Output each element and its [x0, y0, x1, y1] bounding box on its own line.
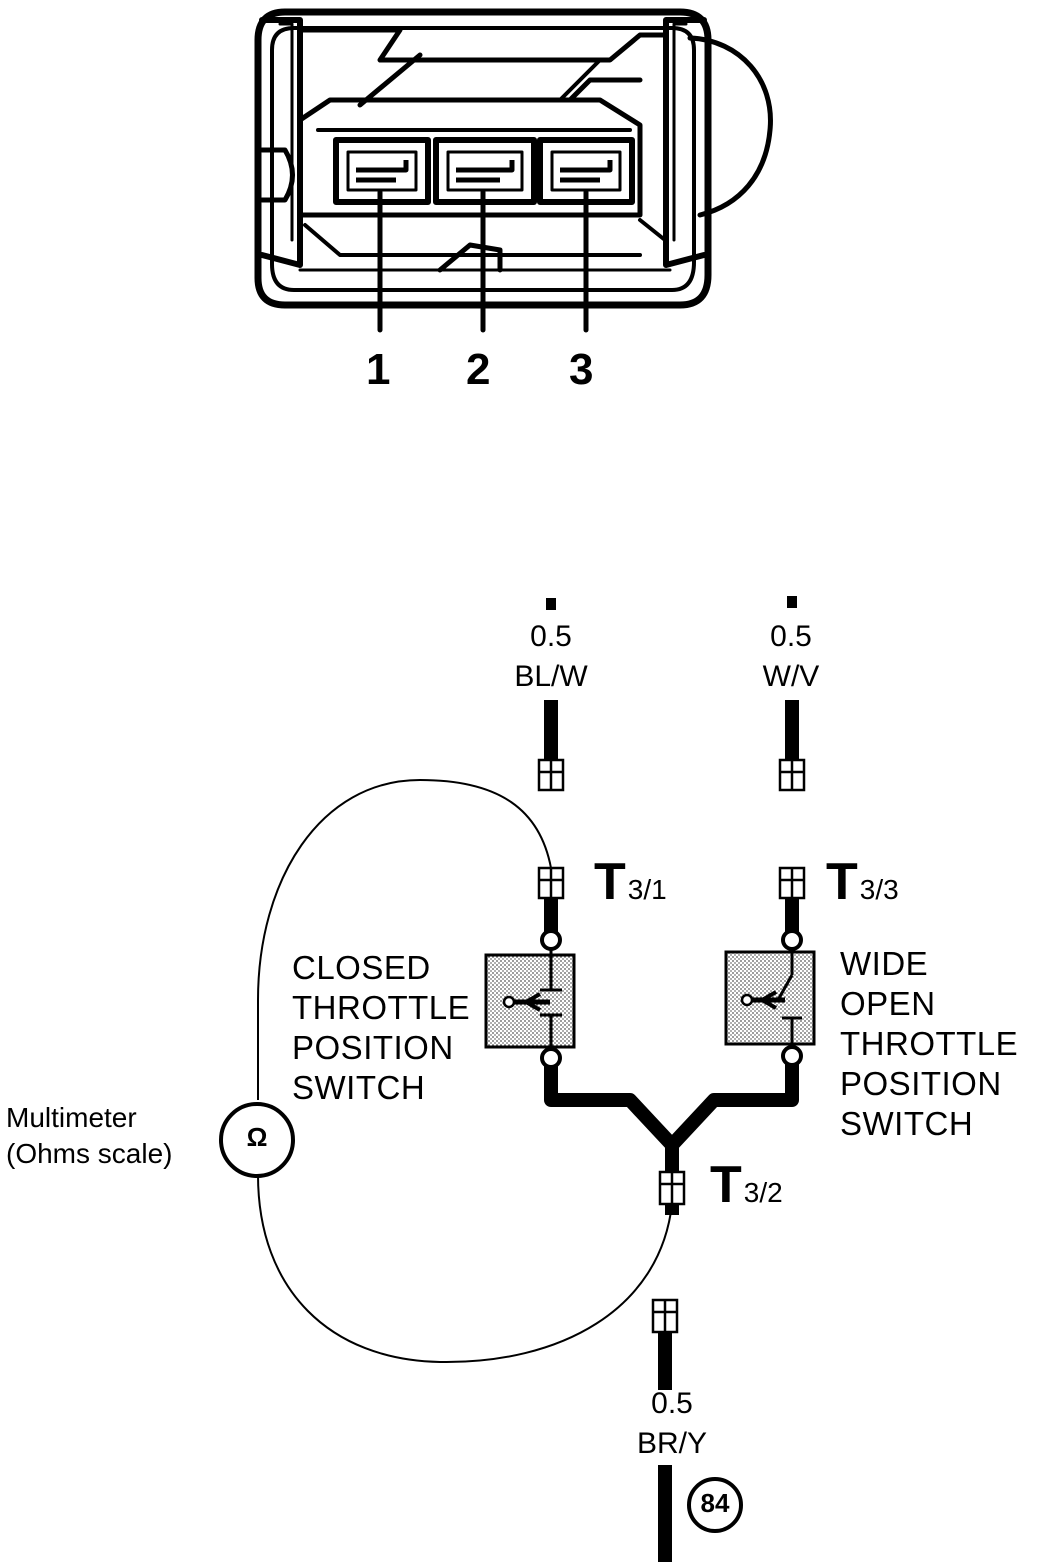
closed-switch-label: CLOSED THROTTLE POSITION SWITCH: [292, 948, 470, 1108]
multimeter-lead-lower: [257, 1174, 673, 1364]
wire-top-left-color: BL/W: [514, 660, 588, 693]
wire-top-right-gauge: 0.5: [770, 620, 812, 653]
terminal-box-right-upper: [778, 758, 806, 792]
wire-end-marker-left: [546, 598, 556, 610]
connector-terminals: [537, 758, 806, 1334]
thick-wires: [544, 700, 799, 1562]
connector-pin-cavities: [333, 137, 635, 205]
wide-open-switch-label-line: SWITCH: [840, 1105, 974, 1142]
closed-throttle-switch-symbol: [484, 929, 576, 1069]
ground-ref-circle: [687, 1477, 743, 1533]
wire-top-left-gauge: 0.5: [530, 620, 572, 653]
closed-switch-label-line: CLOSED: [292, 949, 431, 986]
terminal-box-left-upper: [537, 758, 565, 792]
wide-open-switch-label-line: WIDE: [840, 945, 929, 982]
wire-end-marker-right: [787, 596, 797, 608]
wire-bottom-gauge: 0.5: [651, 1387, 693, 1420]
multimeter-symbol: [219, 1102, 295, 1178]
terminal-label-t31: T3/1: [594, 853, 667, 911]
terminal-box-t33: [778, 866, 806, 900]
multimeter-lead-upper: [257, 778, 552, 1100]
closed-switch-label-line: THROTTLE: [292, 989, 471, 1026]
closed-switch-label-line: SWITCH: [292, 1069, 426, 1106]
multimeter-label-line: Multimeter: [6, 1102, 137, 1133]
pin-number-2: 2: [466, 345, 491, 394]
pin-leader-lines: [377, 189, 589, 333]
terminal-label-t33: T3/3: [826, 853, 899, 911]
terminal-box-bottom: [651, 1298, 679, 1334]
wire-top-right-color: W/V: [762, 660, 820, 693]
terminal-box-t32: [658, 1170, 686, 1206]
wide-open-switch-label-line: THROTTLE: [840, 1025, 1019, 1062]
wide-open-switch-label-line: POSITION: [840, 1065, 1002, 1102]
closed-switch-label-line: POSITION: [292, 1029, 454, 1066]
wide-open-throttle-switch-symbol: [724, 929, 816, 1067]
ohm-symbol: Ω: [246, 1122, 268, 1152]
wide-open-switch-label-line: OPEN: [840, 985, 936, 1022]
pin-number-3: 3: [569, 345, 594, 394]
terminal-box-t31: [537, 866, 565, 900]
wide-open-switch-label: WIDE OPEN THROTTLE POSITION SWITCH: [840, 944, 1018, 1144]
wire-bottom-color: BR/Y: [636, 1427, 708, 1460]
ground-ref-number: 84: [700, 1488, 730, 1518]
multimeter-label-line: (Ohms scale): [6, 1138, 173, 1169]
terminal-label-t32: T3/2: [710, 1156, 783, 1214]
multimeter-label: Multimeter (Ohms scale): [6, 1100, 172, 1172]
pin-number-1: 1: [366, 345, 391, 394]
